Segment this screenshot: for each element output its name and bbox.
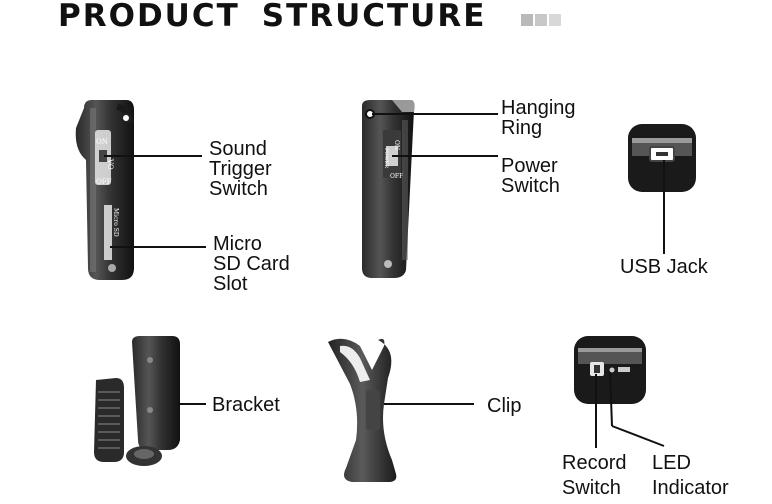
label-line: Bracket — [212, 394, 280, 416]
title-word-product: PRODUCT — [58, 0, 240, 34]
record-led-view — [574, 336, 646, 404]
label-power-switch: Power Switch — [501, 156, 560, 196]
clip-image — [328, 338, 397, 482]
title-decoration — [521, 13, 563, 31]
label-line: Power — [501, 155, 558, 177]
label-line: LED — [652, 452, 691, 474]
on-marking-2: ON — [393, 140, 400, 150]
vo-marking: VO — [106, 158, 114, 170]
on-marking: ON — [96, 138, 108, 146]
off-marking: OFF — [96, 178, 112, 186]
label-line: USB Jack — [620, 256, 708, 278]
label-line: SD Card — [213, 253, 290, 275]
micro-sd-marking: Micro SD — [112, 208, 119, 237]
label-led-indicator: LED Indicator — [652, 451, 729, 501]
label-usb-jack: USB Jack — [620, 257, 708, 277]
power-marking: POWER — [383, 148, 389, 168]
off-marking-2: OFF — [390, 173, 403, 180]
led-leader-1 — [609, 371, 613, 427]
label-line: Clip — [487, 395, 522, 417]
decor-square-2 — [535, 14, 547, 26]
decor-square-1 — [521, 14, 533, 26]
label-line: Hanging — [501, 97, 576, 119]
label-line: Slot — [213, 273, 248, 295]
label-line: Micro — [213, 233, 262, 255]
title-word-structure: STRUCTURE — [261, 0, 487, 34]
label-line: Indicator — [652, 477, 729, 499]
label-line: Sound — [209, 138, 267, 160]
camera-power-view: ON POWER OFF — [362, 100, 415, 278]
label-line: Record — [562, 452, 627, 474]
label-hanging-ring: Hanging Ring — [501, 98, 576, 138]
label-micro-sd-slot: Micro SD Card Slot — [213, 234, 290, 294]
decor-square-3 — [549, 14, 561, 26]
label-line: Trigger — [209, 158, 272, 180]
page-title: PRODUCT STRUCTURE — [58, 0, 486, 34]
usb-jack-view — [628, 124, 696, 192]
label-sound-trigger-switch: Sound Trigger Switch — [209, 139, 272, 199]
label-clip: Clip — [487, 396, 521, 416]
led-leader-2 — [611, 425, 665, 447]
label-bracket: Bracket — [212, 395, 280, 415]
label-line: Switch — [501, 175, 560, 197]
label-line: Switch — [209, 178, 268, 200]
bracket-image — [94, 336, 180, 466]
label-line: Ring — [501, 117, 543, 139]
label-line: Switch — [562, 477, 621, 499]
camera-side-view: ON VO OFF Micro SD — [75, 100, 134, 280]
label-record-switch: Record Switch — [562, 451, 626, 501]
